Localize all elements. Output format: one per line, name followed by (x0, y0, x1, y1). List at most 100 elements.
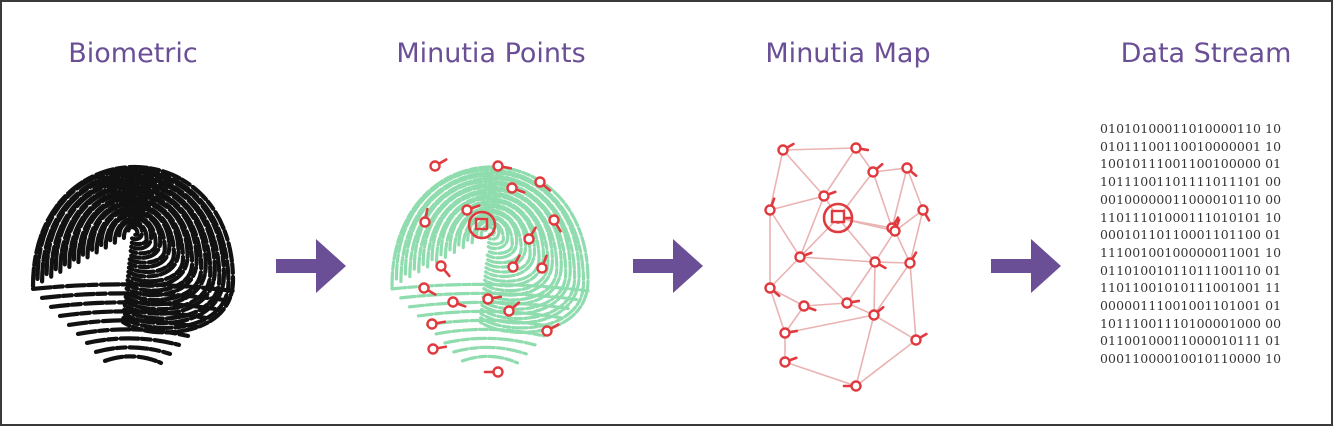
minutia-point (506, 182, 518, 194)
minutia-point (910, 334, 922, 346)
ridge-line (57, 309, 209, 320)
ridge-line (390, 165, 590, 334)
map-edge (799, 195, 825, 258)
map-edge (769, 256, 801, 289)
ridge-line (30, 282, 236, 293)
binary-line: 10111001110100001000 00 (1100, 315, 1282, 331)
ridge-line (93, 345, 173, 356)
map-edge (872, 171, 893, 229)
ridge-line (394, 168, 586, 330)
ridge-line (439, 196, 541, 283)
minutia-map-image (764, 142, 931, 392)
ridge-line (443, 199, 537, 279)
map-edge (909, 209, 924, 264)
map-edge (769, 287, 805, 307)
ridge-line (430, 191, 550, 293)
core-minutia (467, 210, 497, 240)
minutia-point (850, 380, 862, 392)
ridge-line (102, 354, 164, 365)
core-minutia (822, 202, 854, 234)
minutia-point (435, 260, 447, 272)
minutia-point (523, 233, 535, 245)
binary-line: 01011100110010000001 10 (1100, 138, 1282, 154)
map-edge (873, 262, 911, 316)
ridge-line (452, 345, 528, 356)
map-edge (894, 230, 911, 264)
map-edge (799, 256, 876, 263)
ridge-line (84, 336, 182, 347)
minutia-point (427, 343, 439, 355)
map-edge (873, 314, 917, 341)
ridge-line (443, 336, 537, 347)
ridge-line (75, 327, 191, 338)
ridge-line (457, 208, 523, 265)
map-edge (894, 209, 924, 232)
map-edge (872, 167, 908, 173)
minutia-point (841, 297, 853, 309)
map-edge (906, 167, 924, 211)
map-edge (823, 147, 857, 197)
ridge-line (470, 216, 510, 251)
binary-line: 00011000010010110000 10 (1100, 351, 1282, 367)
binary-data-stream: 01010100011010000110 10 0101110011001000… (1100, 120, 1281, 368)
ridge-line (89, 202, 177, 275)
ridge-line (44, 173, 222, 321)
map-edge (799, 217, 839, 258)
ridge-line (475, 219, 505, 246)
map-edge (769, 149, 784, 211)
map-edge (769, 209, 801, 258)
ridge-line (94, 205, 172, 270)
ridge-line (48, 300, 218, 311)
ridge-line (30, 165, 236, 335)
minutia-point (901, 162, 913, 174)
ridge-line (35, 167, 231, 330)
binary-line: 01010100011010000110 10 (1100, 121, 1282, 136)
map-edge (769, 195, 825, 211)
minutia-point (534, 176, 546, 188)
ridge-line (403, 174, 577, 321)
binary-line: 10111001101111011101 00 (1100, 174, 1282, 190)
core-minutia (830, 209, 846, 224)
ridge-line (39, 291, 227, 302)
stage-title-minutia-points: Minutia Points (396, 38, 586, 69)
ridge-line (461, 211, 519, 260)
ridge-line (112, 216, 154, 251)
map-edge (909, 262, 917, 341)
minutia-point (779, 356, 791, 368)
minutia-point (794, 251, 806, 263)
ridge-line (126, 224, 140, 237)
fingerprint-ridges (30, 165, 236, 365)
minutia-point (904, 257, 916, 269)
ridge-line (434, 327, 546, 338)
minutia-markers (418, 158, 562, 378)
ridge-line (479, 222, 501, 241)
binary-line: 01101001011011100110 01 (1100, 262, 1282, 278)
stage-title-minutia-map: Minutia Map (765, 38, 931, 69)
stage-title-biometric: Biometric (68, 38, 198, 69)
map-edge (784, 361, 857, 387)
ridge-line (460, 354, 520, 365)
minutia-point (917, 204, 929, 216)
minutia-point (850, 142, 862, 154)
map-edge (784, 314, 875, 334)
minutia-points-image (390, 158, 590, 378)
bottom-border (0, 424, 1333, 426)
minutia-point (818, 190, 830, 202)
minutia-point (418, 282, 430, 294)
ridge-line (416, 309, 564, 320)
map-edge (782, 149, 825, 197)
ridge-line (421, 185, 559, 302)
map-edge (855, 339, 917, 387)
ridge-line (71, 190, 195, 293)
binary-line: 00100000011000010110 00 (1100, 191, 1282, 207)
minutia-point (536, 262, 548, 274)
minutia-point (764, 204, 776, 216)
minutia-point (426, 318, 438, 330)
core-minutia (474, 217, 489, 231)
ridge-line (399, 291, 581, 302)
ridge-line (103, 210, 163, 260)
map-edge (891, 167, 908, 229)
minutia-map-nodes (764, 142, 931, 392)
minutia-point (447, 296, 459, 308)
